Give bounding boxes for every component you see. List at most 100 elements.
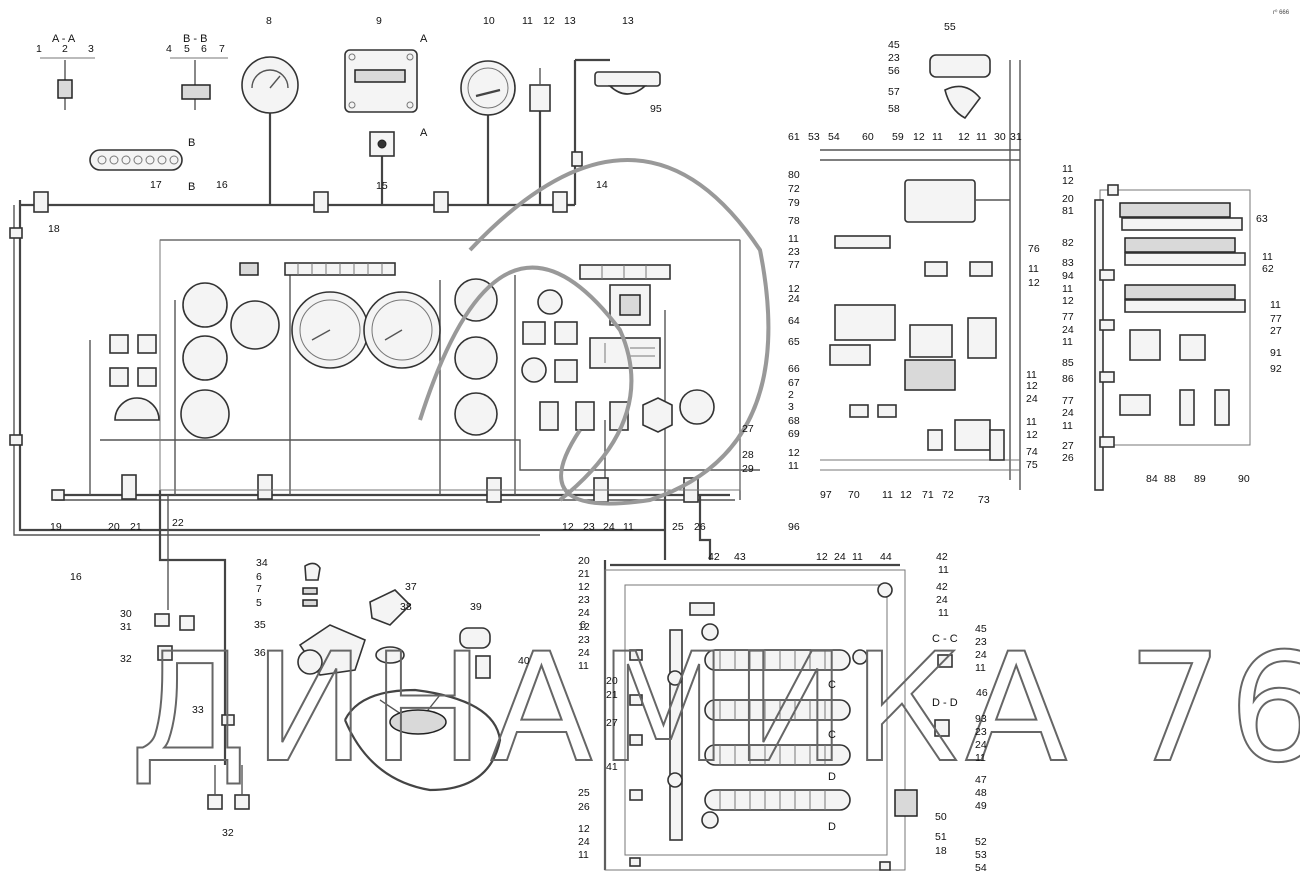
callout: 39 — [470, 601, 482, 613]
callout: 6 — [256, 571, 262, 583]
section-a-bottom: A — [420, 127, 428, 139]
callout: 34 — [256, 557, 268, 569]
callout: 24 — [578, 607, 590, 619]
callout: 11 — [788, 460, 799, 472]
callout: 12 — [578, 581, 590, 593]
callout: 27 — [742, 423, 754, 435]
callout: 11 — [938, 564, 949, 576]
callout: 11 — [1062, 283, 1073, 295]
callout: 63 — [1256, 213, 1268, 225]
callout: 14 — [596, 179, 608, 191]
lower-left-parts — [154, 562, 502, 810]
corner-mark: r⁰ 666 — [1273, 9, 1290, 16]
callout: 38 — [400, 601, 412, 613]
section-c-bottom: C — [828, 729, 836, 741]
component-13 — [529, 68, 551, 112]
callout: 96 — [788, 521, 800, 533]
callout: 11 — [1262, 251, 1273, 263]
callout: 66 — [788, 363, 800, 375]
callout: 19 — [50, 521, 62, 533]
callout: 41 — [606, 761, 618, 773]
callout: 9 — [376, 15, 382, 27]
callout: 12 — [913, 131, 925, 143]
callout: 1 — [36, 43, 42, 55]
callout: 89 — [1194, 473, 1206, 485]
callout: 91 — [1270, 347, 1282, 359]
callout: 28 — [742, 449, 754, 461]
callout: 12 — [788, 283, 800, 295]
callout: 24 — [578, 836, 590, 848]
callout: 68 — [788, 415, 800, 427]
callout: 21 — [578, 568, 590, 580]
callout: 48 — [975, 787, 987, 799]
dashboard-panel — [109, 239, 741, 491]
callout: 7 — [219, 43, 225, 55]
callout: 88 — [1164, 473, 1176, 485]
callout: 86 — [1062, 373, 1074, 385]
callout: 56 — [888, 65, 900, 77]
callout: 12 — [562, 521, 574, 533]
callout: 7 — [256, 583, 262, 595]
callout: 16 — [70, 571, 82, 583]
watermark-swirl — [418, 158, 771, 506]
callout: 65 — [788, 336, 800, 348]
callout: 72 — [942, 489, 954, 501]
callout: 12 — [543, 15, 555, 27]
callout: 53 — [808, 131, 820, 143]
callout: 45 — [888, 39, 900, 51]
callout: 11 — [1270, 299, 1281, 311]
callout: 54 — [975, 862, 987, 874]
callout: 33 — [192, 704, 204, 716]
callout: 64 — [788, 315, 800, 327]
callout: 30 — [120, 608, 132, 620]
callout: 27 — [1062, 440, 1074, 452]
callout: 24 — [936, 594, 948, 606]
callout: 80 — [788, 169, 800, 181]
callout: 76 — [1028, 243, 1040, 255]
callout: 53 — [975, 849, 987, 861]
callout: 93 — [975, 713, 987, 725]
callout: 70 — [848, 489, 860, 501]
callout: 32 — [120, 653, 132, 665]
callout: 11 — [1026, 416, 1037, 428]
callout: 12 — [816, 551, 828, 563]
callout: 55 — [944, 21, 956, 33]
callout: 50 — [935, 811, 947, 823]
callout: 58 — [888, 103, 900, 115]
callout: 13 — [622, 15, 634, 27]
callout: 62 — [1262, 263, 1274, 275]
callout: 29 — [742, 463, 754, 475]
callout: 24 — [788, 293, 800, 305]
relay-panel — [820, 54, 1021, 490]
callout: 11 — [1026, 369, 1037, 381]
callout: 17 — [150, 179, 162, 191]
callout: 5 — [184, 43, 190, 55]
callout: 32 — [222, 827, 234, 839]
callout: 23 — [788, 246, 800, 258]
callout: 25 — [578, 787, 590, 799]
callout: 12 — [1062, 175, 1074, 187]
callout: 46 — [976, 687, 988, 699]
fuse-row-3 — [1124, 284, 1246, 313]
callout: 4 — [166, 43, 172, 55]
lamp-95 — [594, 71, 661, 95]
callout: 16 — [216, 179, 228, 191]
callout: 83 — [1062, 257, 1074, 269]
section-dd: D - D — [932, 697, 958, 709]
callout: 11 — [938, 607, 949, 619]
callout: 24 — [1062, 324, 1074, 336]
callout: 23 — [975, 636, 987, 648]
section-markers: A - A B - B C - C D - D A A B B C C D D — [52, 33, 958, 833]
section-aa: A - A — [52, 33, 76, 45]
callout: 45 — [975, 623, 987, 635]
callout: 92 — [1270, 363, 1282, 375]
callout: 51 — [935, 831, 947, 843]
callout: 23 — [583, 521, 595, 533]
callout: 11 — [788, 233, 799, 245]
callout: 54 — [828, 131, 840, 143]
callout: 42 — [708, 551, 720, 563]
callout: 5 — [256, 597, 262, 609]
section-a-top: A — [420, 33, 428, 45]
callout: 2 — [788, 389, 794, 401]
